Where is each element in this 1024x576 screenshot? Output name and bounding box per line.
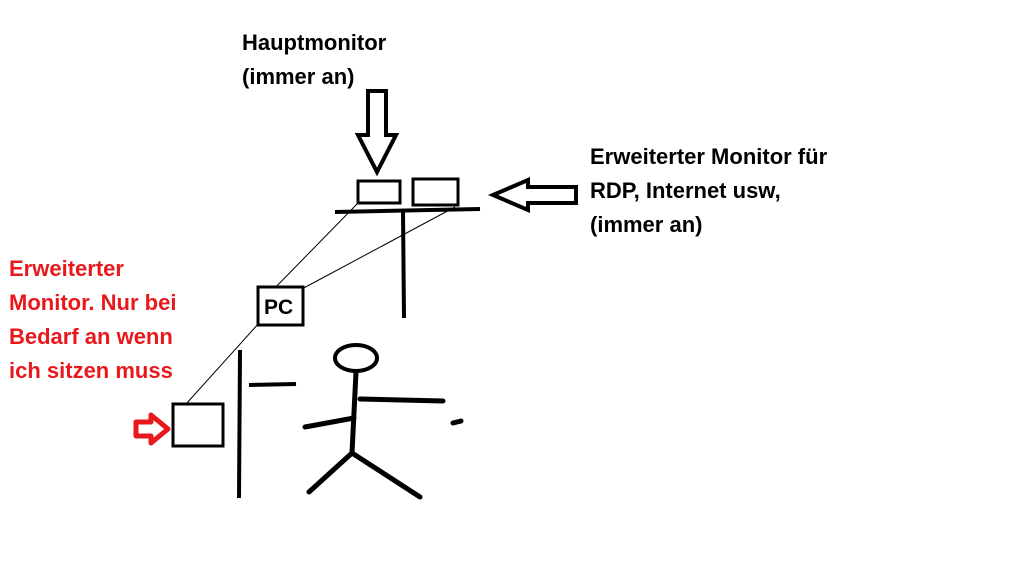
pc-box <box>256 285 305 327</box>
extended-monitor <box>411 177 460 207</box>
person-leg-left <box>306 450 355 495</box>
main-monitor-label: Hauptmonitor (immer an) <box>242 26 386 94</box>
extended-monitor-label: Erweiterter Monitor für RDP, Internet us… <box>590 140 827 242</box>
pc-label: PC <box>264 296 293 319</box>
optional-monitor-label-line-2: Monitor. Nur bei <box>9 290 177 315</box>
person-hand-mark <box>450 418 464 426</box>
main-monitor-label-line-2: (immer an) <box>242 64 355 89</box>
main-monitor-label-line-1: Hauptmonitor <box>242 30 387 55</box>
arrow-left-icon <box>487 176 578 214</box>
optional-monitor-label: Erweiterter Monitor. Nur bei Bedarf an w… <box>9 252 176 388</box>
optional-monitor-label-line-4: ich sitzen muss <box>9 358 173 383</box>
wall-line <box>237 349 242 499</box>
extended-monitor-label-line-3: (immer an) <box>590 212 703 237</box>
person-figure <box>302 343 464 500</box>
desk-leg <box>401 210 406 319</box>
red-arrow-icon <box>133 412 171 446</box>
optional-monitor <box>171 402 225 448</box>
extended-monitor-label-line-2: RDP, Internet usw, <box>590 178 781 203</box>
optional-monitor-label-line-3: Bedarf an wenn <box>9 324 173 349</box>
cable-main-to-pc <box>267 202 359 296</box>
person-head <box>333 343 379 373</box>
cable-pc-to-low-monitor <box>185 321 261 405</box>
optional-monitor-label-line-1: Erweiterter <box>9 256 124 281</box>
main-monitor <box>356 179 402 205</box>
person-arm-right <box>357 396 446 404</box>
person-body <box>349 369 359 456</box>
person-arm-left <box>302 415 357 430</box>
extended-monitor-label-line-1: Erweiterter Monitor für <box>590 144 828 169</box>
small-shelf <box>248 382 297 387</box>
desk-top <box>334 207 481 214</box>
cable-ext-to-pc <box>299 206 456 291</box>
person-leg-right <box>349 450 423 500</box>
arrow-down-icon <box>354 89 400 177</box>
